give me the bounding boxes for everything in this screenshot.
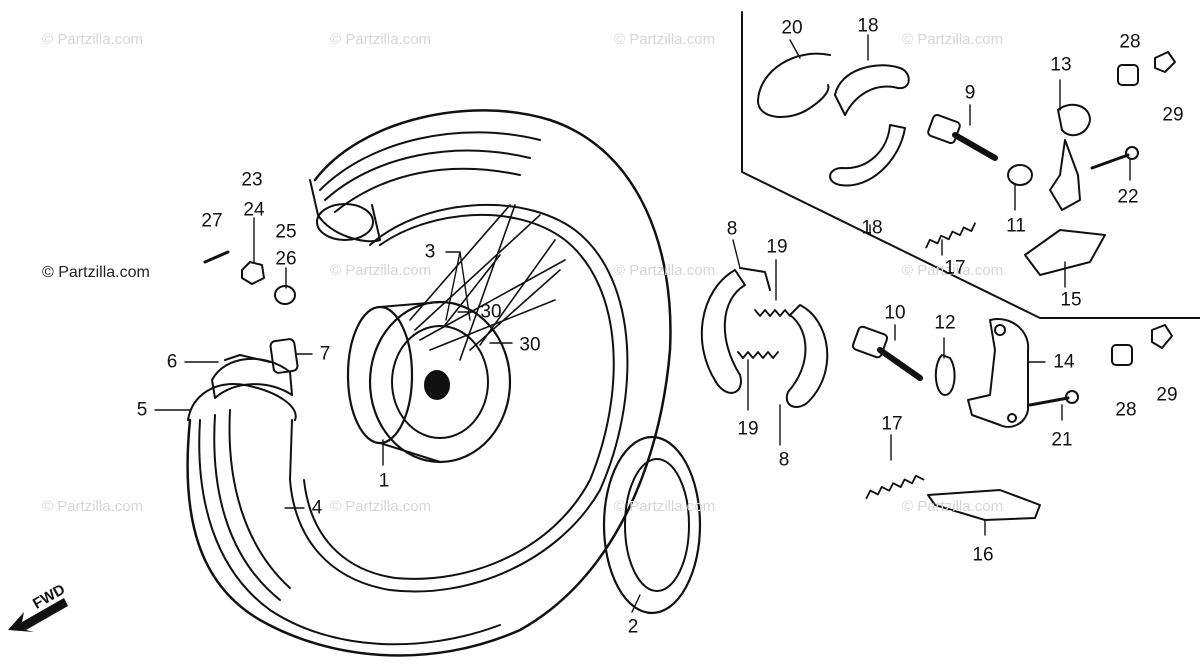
brake-shoes bbox=[700, 267, 829, 408]
watermark-text: © Partzilla.com bbox=[902, 498, 1004, 515]
lower-collar-nut bbox=[1111, 324, 1173, 366]
inset-cam bbox=[927, 114, 998, 161]
inset-seal bbox=[1007, 164, 1033, 186]
arm-bolt bbox=[1028, 390, 1079, 407]
watermark-text: © Partzilla.com bbox=[614, 498, 716, 515]
callout-10: 10 bbox=[884, 302, 906, 324]
inset-shoes bbox=[829, 64, 910, 187]
brake-arm bbox=[967, 318, 1030, 428]
watermark-text: © Partzilla.com bbox=[330, 262, 432, 279]
callout-3: 3 bbox=[424, 241, 436, 263]
callout-6: 6 bbox=[166, 351, 178, 373]
watermark-text: © Partzilla.com bbox=[614, 262, 716, 279]
leader-lines bbox=[154, 34, 1131, 613]
watermark-text: © Partzilla.com bbox=[42, 498, 144, 515]
callout-30: 30 bbox=[519, 334, 541, 356]
callout-11: 11 bbox=[1006, 215, 1026, 237]
partzilla-label: © Partzilla.com bbox=[42, 264, 150, 281]
inset-arm bbox=[1049, 103, 1091, 211]
callout-18: 18 bbox=[861, 217, 883, 239]
callout-19: 19 bbox=[737, 418, 759, 440]
callout-13: 13 bbox=[1050, 54, 1072, 76]
brake-panel bbox=[602, 435, 702, 615]
callout-8: 8 bbox=[778, 449, 790, 471]
callout-26: 26 bbox=[275, 248, 297, 270]
callout-1: 1 bbox=[378, 470, 390, 492]
callout-21: 21 bbox=[1051, 429, 1073, 451]
inset-collar-nut bbox=[1117, 51, 1176, 86]
watermark-text: © Partzilla.com bbox=[42, 31, 144, 48]
watermark-text: © Partzilla.com bbox=[330, 31, 432, 48]
wear-indicator bbox=[934, 354, 956, 396]
hub bbox=[346, 300, 512, 464]
callout-8: 8 bbox=[726, 218, 738, 240]
brake-cam bbox=[851, 325, 923, 381]
callout-9: 9 bbox=[964, 82, 976, 104]
callout-7: 7 bbox=[319, 343, 331, 365]
callout-18: 18 bbox=[857, 15, 879, 37]
callout-24: 24 bbox=[243, 199, 265, 221]
inset-plate bbox=[1024, 229, 1106, 276]
callout-2: 2 bbox=[627, 616, 639, 638]
callout-28: 28 bbox=[1115, 399, 1137, 421]
callout-19: 19 bbox=[766, 236, 788, 258]
callout-23: 23 bbox=[241, 169, 263, 191]
callout-30: 30 bbox=[480, 301, 502, 323]
callout-25: 25 bbox=[275, 221, 297, 243]
watermark-text: © Partzilla.com bbox=[330, 498, 432, 515]
callout-29: 29 bbox=[1162, 104, 1184, 126]
callout-22: 22 bbox=[1117, 186, 1139, 208]
callout-17: 17 bbox=[881, 413, 903, 435]
shoe-springs bbox=[737, 309, 791, 359]
watermark-text: © Partzilla.com bbox=[614, 31, 716, 48]
callout-15: 15 bbox=[1060, 289, 1082, 311]
callout-27: 27 bbox=[201, 210, 223, 232]
plate-lower bbox=[927, 489, 1041, 521]
snap-ring bbox=[756, 52, 831, 119]
callout-20: 20 bbox=[781, 17, 803, 39]
return-spring-lower bbox=[865, 474, 925, 500]
watermark-text: © Partzilla.com bbox=[902, 31, 1004, 48]
inset-spring bbox=[925, 222, 976, 249]
callout-12: 12 bbox=[934, 312, 956, 334]
callout-4: 4 bbox=[311, 497, 323, 519]
callout-14: 14 bbox=[1053, 351, 1075, 373]
inset-bolt bbox=[1090, 146, 1139, 170]
inset-frame bbox=[741, 11, 1200, 319]
axle-hardware bbox=[203, 250, 296, 305]
tire bbox=[186, 109, 672, 657]
callout-28: 28 bbox=[1119, 31, 1141, 53]
spokes bbox=[409, 204, 566, 361]
callout-29: 29 bbox=[1156, 384, 1178, 406]
callout-5: 5 bbox=[136, 399, 148, 421]
inner-tube bbox=[211, 338, 299, 399]
forward-arrow-icon bbox=[8, 598, 68, 632]
watermark-text: © Partzilla.com bbox=[902, 262, 1004, 279]
callout-17: 17 bbox=[944, 257, 966, 279]
callout-16: 16 bbox=[972, 544, 994, 566]
